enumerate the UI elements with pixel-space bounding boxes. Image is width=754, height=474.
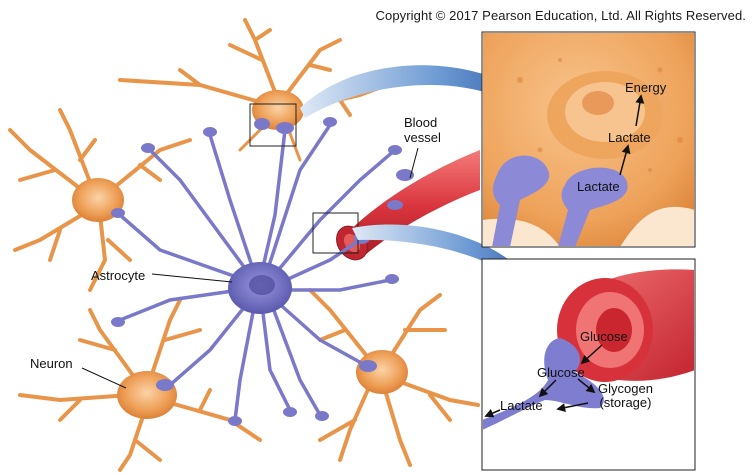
lactate-lower-label: Lactate <box>577 179 620 194</box>
zoom-box-top <box>249 103 297 147</box>
arrow-lactate-outward <box>484 409 501 418</box>
energy-label: Energy <box>625 80 667 95</box>
glucose-vessel-label: Glucose <box>580 329 628 344</box>
blood-vessel-label-line1: Blood <box>404 115 438 130</box>
arrow-glucose-to-lactate <box>538 379 557 398</box>
neuron-left-soma <box>72 178 124 222</box>
blood-vessel-label: Blood vessel <box>404 115 441 145</box>
neuron-left <box>8 108 192 292</box>
lactate-astrocyte-label: Lactate <box>500 398 543 413</box>
copyright-notice: Copyright © 2017 Pearson Education, Ltd.… <box>375 8 746 23</box>
inset-top <box>481 31 696 248</box>
neuron-bottom-left-soma <box>117 371 177 419</box>
lactate-upper-label: Lactate <box>608 130 651 145</box>
astrocyte-processes <box>118 123 397 422</box>
zoom-arrow-top <box>300 65 530 118</box>
astrocyte-leader-line <box>151 273 233 283</box>
astrocyte-label: Astrocyte <box>91 268 146 283</box>
astrocyte-endfeet <box>111 117 414 426</box>
blood-vessel-leader-line <box>409 147 419 179</box>
neuron-top <box>118 18 402 162</box>
glucose-astrocyte-label: Glucose <box>537 365 585 380</box>
neuron-bottom-left <box>18 298 262 472</box>
arrow-glycogen-to-lactate <box>556 402 589 413</box>
arrow-lactate-to-energy <box>635 94 645 127</box>
glycogen-label-line1: Glycogen <box>598 381 653 396</box>
astrocyte-nucleus <box>249 275 275 295</box>
blood-vessel-label-line2: vessel <box>404 130 441 145</box>
neuron-label: Neuron <box>30 356 73 371</box>
arrow-glucose-to-astrocyte <box>580 344 603 365</box>
glycogen-label-line2: (storage) <box>599 395 652 410</box>
neuron-leader-line <box>81 367 127 389</box>
neuron-bottom-right <box>308 288 480 467</box>
arrow-glucose-to-glycogen <box>577 378 596 394</box>
arrow-lactate-to-lactate <box>619 144 631 176</box>
neuron-bottom-right-soma <box>356 350 408 394</box>
inset-bottom <box>481 258 696 471</box>
glycogen-label: Glycogen (storage) <box>598 382 653 410</box>
